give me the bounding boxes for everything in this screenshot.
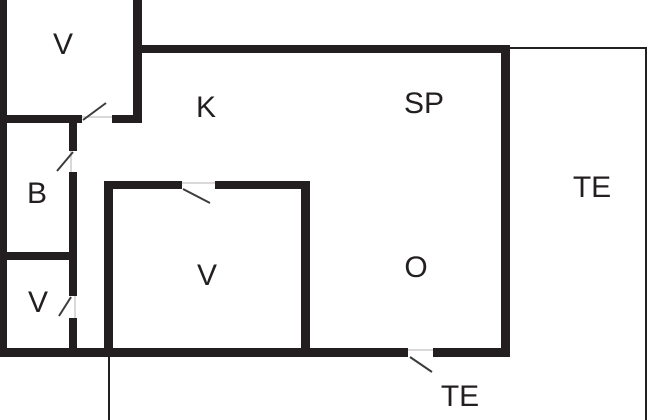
wall-left-column-lower: [69, 318, 77, 357]
room-label-sp: SP: [404, 87, 444, 120]
wall-inner-right: [301, 181, 310, 357]
wall-inner-top-left: [104, 181, 182, 189]
wall-topleft-v-bottom-right: [112, 115, 142, 123]
door-v-inner: [182, 182, 215, 204]
wall-bottom-right: [433, 348, 510, 357]
boundary-lines: [108, 47, 647, 420]
room-label-te-right: TE: [573, 171, 611, 204]
door-terrace: [408, 349, 433, 373]
wall-topleft-v-bottom-left: [0, 115, 82, 123]
room-labels: V K SP TE B V V O TE: [27, 28, 611, 413]
room-label-te-bottom: TE: [441, 380, 479, 413]
wall-main-right: [501, 45, 510, 357]
wall-outer-left: [0, 0, 7, 357]
wall-bottom-left: [0, 348, 408, 357]
wall-main-top: [133, 45, 510, 53]
door-swing-line: [58, 296, 72, 317]
room-label-b: B: [27, 177, 47, 210]
room-label-v-inner: V: [197, 259, 217, 292]
wall-left-column-middle: [69, 172, 77, 296]
wall-topleft-v-right: [133, 0, 142, 123]
wall-inner-left: [104, 181, 113, 357]
room-label-o: O: [404, 251, 427, 284]
room-label-k: K: [196, 91, 216, 124]
wall-b-v-divider: [0, 252, 77, 260]
door-b: [56, 151, 74, 172]
wall-inner-top-right: [215, 181, 310, 189]
door-swing-line: [56, 151, 74, 172]
walls: [0, 0, 510, 357]
room-label-v-small: V: [28, 286, 48, 319]
door-swing-line: [409, 356, 433, 373]
doors: [56, 102, 433, 373]
door-swing-line: [182, 188, 211, 204]
room-label-v-top-left: V: [53, 28, 73, 61]
wall-left-column-upper: [69, 123, 77, 151]
door-swing-line: [82, 102, 107, 121]
door-topleft-v: [82, 102, 112, 121]
door-v-small: [58, 296, 76, 318]
